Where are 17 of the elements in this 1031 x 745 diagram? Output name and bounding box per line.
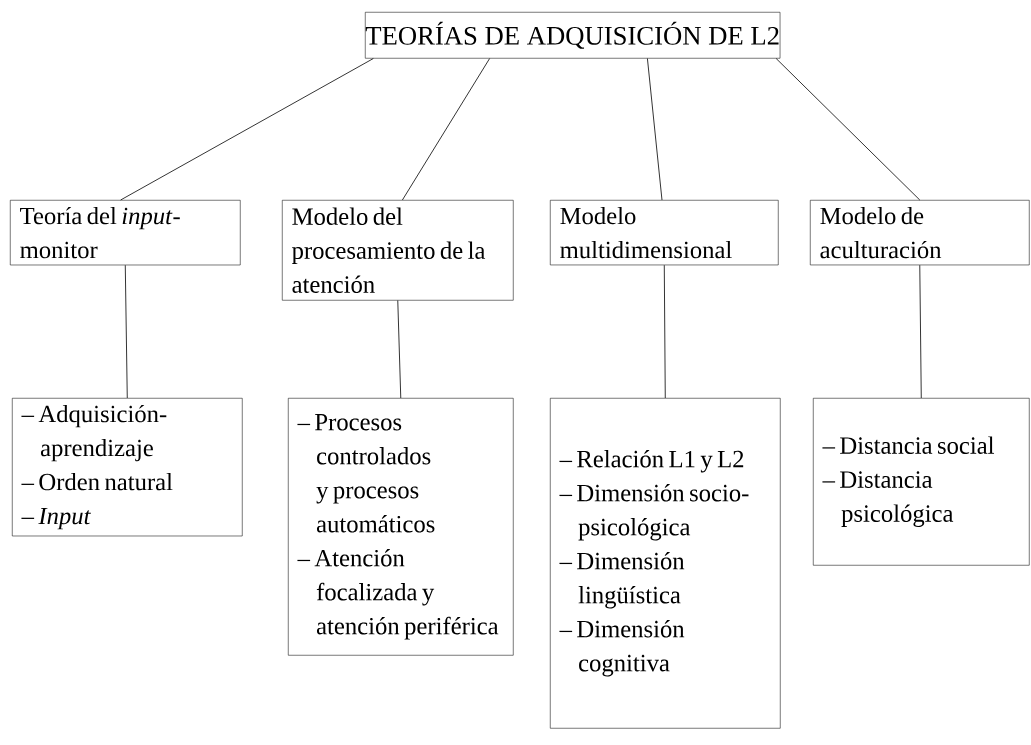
list-box: – Adquisición-aprendizaje – Orden natural – Input: [12, 398, 243, 537]
title-box: TEORÍAS DE ADQUISICIÓN DE L2: [365, 12, 781, 59]
theory-box: Teoría del input-monitor: [10, 200, 241, 266]
connector-line: [775, 58, 921, 201]
connector-line: [124, 264, 128, 399]
theory-box: Modelo multidimensional: [550, 200, 779, 266]
theory-box: Modelo del procesamiento de la atención: [282, 200, 514, 301]
connector-line: [663, 264, 666, 399]
connector-line: [402, 58, 490, 201]
theory-box: Modelo de aculturación: [810, 200, 1030, 266]
connector-line: [919, 264, 922, 399]
list-box: – Distancia social – Distancia psicológica: [813, 398, 1030, 566]
connector-line: [120, 58, 374, 201]
connector-line: [647, 58, 663, 201]
connector-line: [397, 300, 402, 399]
list-box: – Procesos controlados y procesos automáticos – Atención focalizada y atención periférica: [288, 398, 514, 656]
list-box: – Relación L1 y L2 – Dimensión socio-psicológica – Dimensión lingüística – Dimensión cognitiva: [550, 398, 781, 729]
